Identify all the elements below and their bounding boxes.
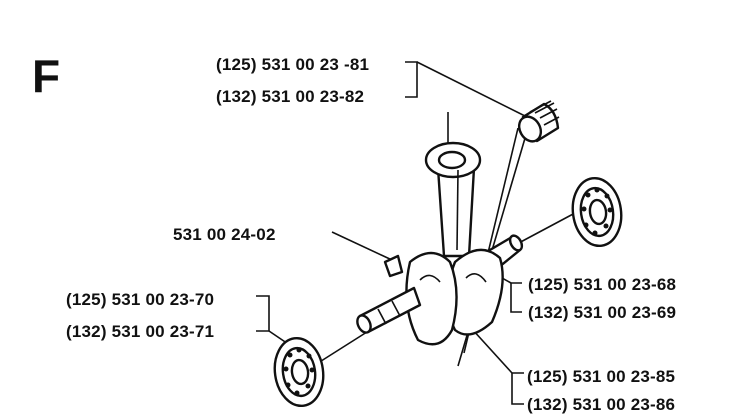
label-key: 531 00 24-02 <box>173 225 276 244</box>
label-bearing-left-125: (125) 531 00 23-70 <box>66 290 214 309</box>
label-bearing-left-132: (132) 531 00 23-71 <box>66 322 214 341</box>
section-letter: F <box>32 50 60 102</box>
connecting-rod-part <box>424 141 482 258</box>
label-needle-bearing-125: (125) 531 00 23 -81 <box>216 55 369 74</box>
bearing-left-part <box>273 336 325 408</box>
label-crankshaft-132: (132) 531 00 23-86 <box>527 395 675 414</box>
label-bearing-right-125: (125) 531 00 23-68 <box>528 275 676 294</box>
needle-bearing-bracket <box>405 61 528 118</box>
key-leader-line <box>331 231 393 261</box>
label-crankshaft-125: (125) 531 00 23-85 <box>527 367 675 386</box>
crankshaft-part <box>356 234 524 346</box>
woodruff-key-part <box>383 254 404 278</box>
label-needle-bearing-132: (132) 531 00 23-82 <box>216 87 364 106</box>
bearing-right-part <box>571 176 623 248</box>
needle-bearing-part <box>517 100 560 143</box>
label-bearing-right-132: (132) 531 00 23-69 <box>528 303 676 322</box>
